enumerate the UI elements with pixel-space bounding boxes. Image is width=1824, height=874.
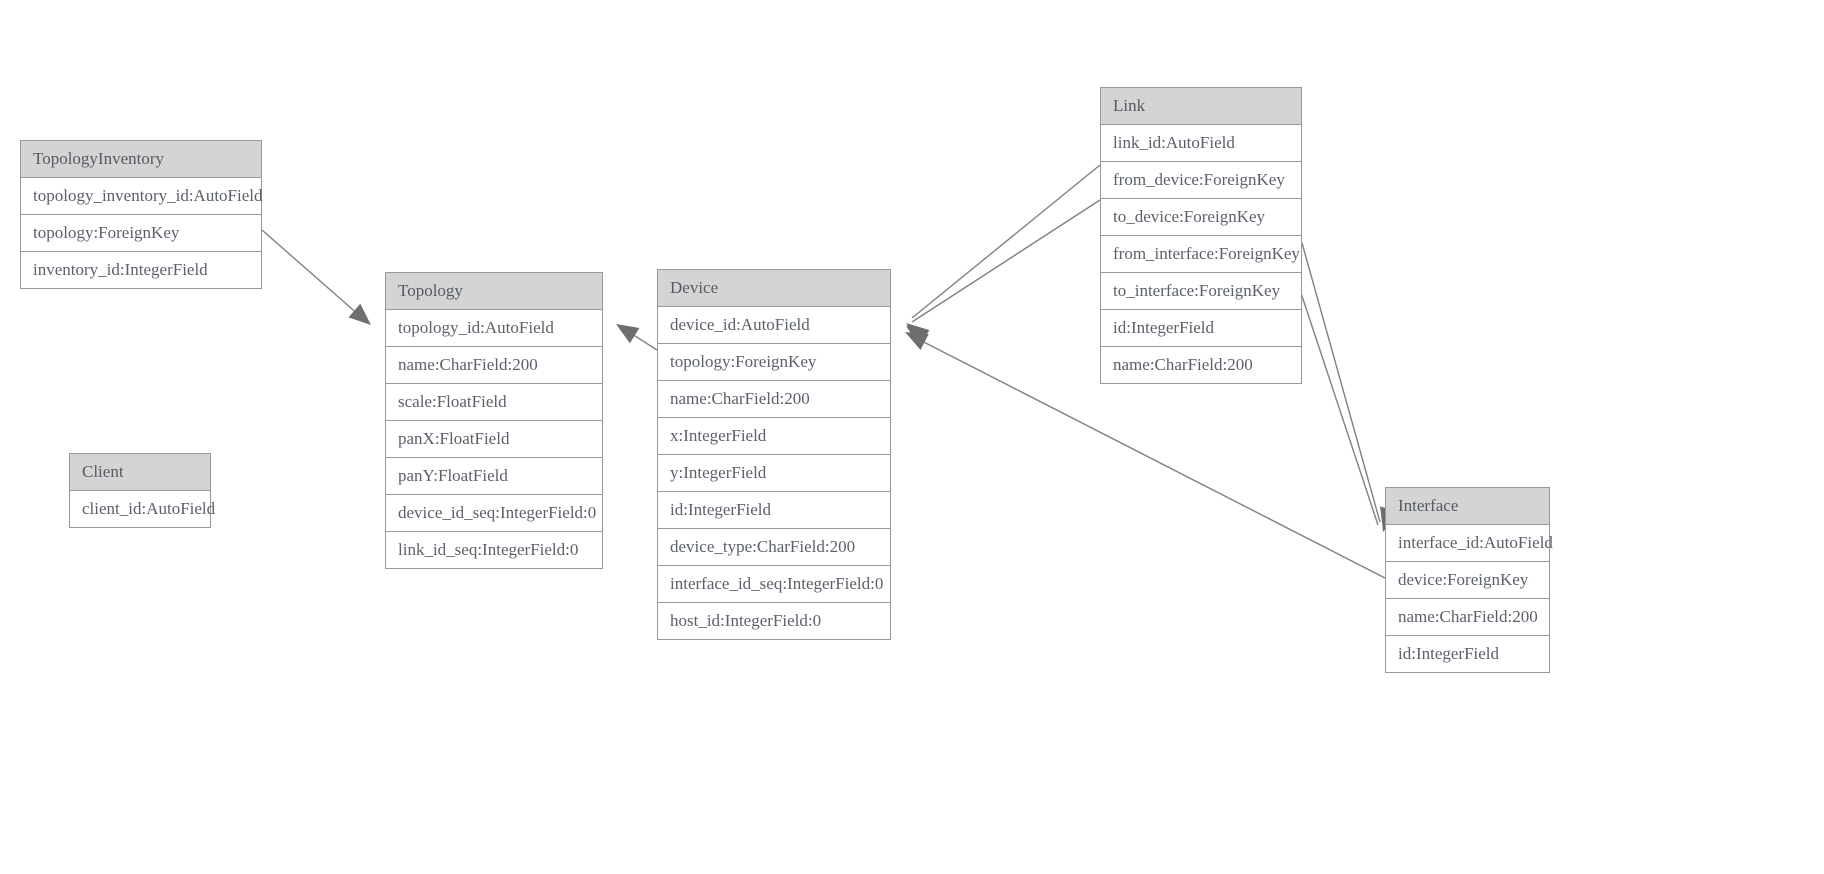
relationship-link-from-interface bbox=[1301, 242, 1398, 530]
entity-title-topology: Topology bbox=[386, 273, 602, 310]
arrowhead bbox=[906, 326, 930, 346]
attribute-row[interactable]: device_type:CharField:200 bbox=[658, 529, 890, 566]
attribute-row[interactable]: panY:FloatField bbox=[386, 458, 602, 495]
entity-title-client: Client bbox=[70, 454, 210, 491]
attribute-row[interactable]: name:CharField:200 bbox=[1386, 599, 1549, 636]
attribute-row[interactable]: id:IntegerField bbox=[1101, 310, 1301, 347]
attribute-row[interactable]: panX:FloatField bbox=[386, 421, 602, 458]
attribute-row[interactable]: x:IntegerField bbox=[658, 418, 890, 455]
relationship-link-from-device bbox=[906, 164, 1101, 344]
attribute-row[interactable]: topology_id:AutoField bbox=[386, 310, 602, 347]
attribute-row[interactable]: scale:FloatField bbox=[386, 384, 602, 421]
attribute-row[interactable]: to_device:ForeignKey bbox=[1101, 199, 1301, 236]
relationship-link-to-interface bbox=[1295, 277, 1399, 532]
arrowhead bbox=[906, 323, 929, 344]
attribute-row[interactable]: id:IntegerField bbox=[658, 492, 890, 529]
attribute-row[interactable]: link_id_seq:IntegerField:0 bbox=[398, 540, 579, 559]
attribute-row[interactable]: inventory_id:IntegerField bbox=[33, 260, 208, 279]
attribute-row[interactable]: link_id:AutoField bbox=[1101, 125, 1301, 162]
entity-client[interactable]: Client client_id:AutoField bbox=[69, 453, 216, 528]
attribute-row[interactable]: name:CharField:200 bbox=[386, 347, 602, 384]
relationship-link-to-device bbox=[906, 199, 1101, 346]
attribute-row[interactable]: interface_id:AutoField bbox=[1386, 525, 1553, 562]
entity-title-device: Device bbox=[658, 270, 890, 307]
entity-title-topologyinventory: TopologyInventory bbox=[21, 141, 261, 178]
attribute-row[interactable]: from_interface:ForeignKey bbox=[1101, 236, 1301, 273]
arrowhead bbox=[905, 332, 929, 351]
entity-title-link: Link bbox=[1101, 88, 1301, 125]
entity-title-interface: Interface bbox=[1386, 488, 1549, 525]
attribute-row[interactable]: y:IntegerField bbox=[658, 455, 890, 492]
arrowhead bbox=[348, 303, 371, 325]
attribute-row[interactable]: from_device:ForeignKey bbox=[1101, 162, 1301, 199]
attribute-row[interactable]: device:ForeignKey bbox=[1386, 562, 1549, 599]
attribute-row[interactable]: device_id_seq:IntegerField:0 bbox=[386, 495, 602, 532]
attribute-row[interactable]: topology:ForeignKey bbox=[21, 215, 261, 252]
attribute-row[interactable]: device_id:AutoField bbox=[658, 307, 890, 344]
attribute-row[interactable]: client_id:AutoField bbox=[82, 499, 216, 518]
attribute-row[interactable]: name:CharField:200 bbox=[658, 381, 890, 418]
attribute-row[interactable]: to_interface:ForeignKey bbox=[1101, 273, 1301, 310]
attribute-row[interactable]: name:CharField:200 bbox=[1113, 355, 1253, 374]
attribute-row[interactable]: topology:ForeignKey bbox=[658, 344, 890, 381]
attribute-row[interactable]: id:IntegerField bbox=[1398, 644, 1500, 663]
arrowhead bbox=[616, 324, 640, 344]
relationship-device-topology bbox=[616, 324, 658, 351]
relationship-topologyinventory-topology bbox=[261, 229, 371, 325]
attribute-row[interactable]: topology_inventory_id:AutoField bbox=[21, 178, 263, 215]
attribute-row[interactable]: host_id:IntegerField:0 bbox=[670, 611, 822, 630]
attribute-row[interactable]: interface_id_seq:IntegerField:0 bbox=[658, 566, 890, 603]
